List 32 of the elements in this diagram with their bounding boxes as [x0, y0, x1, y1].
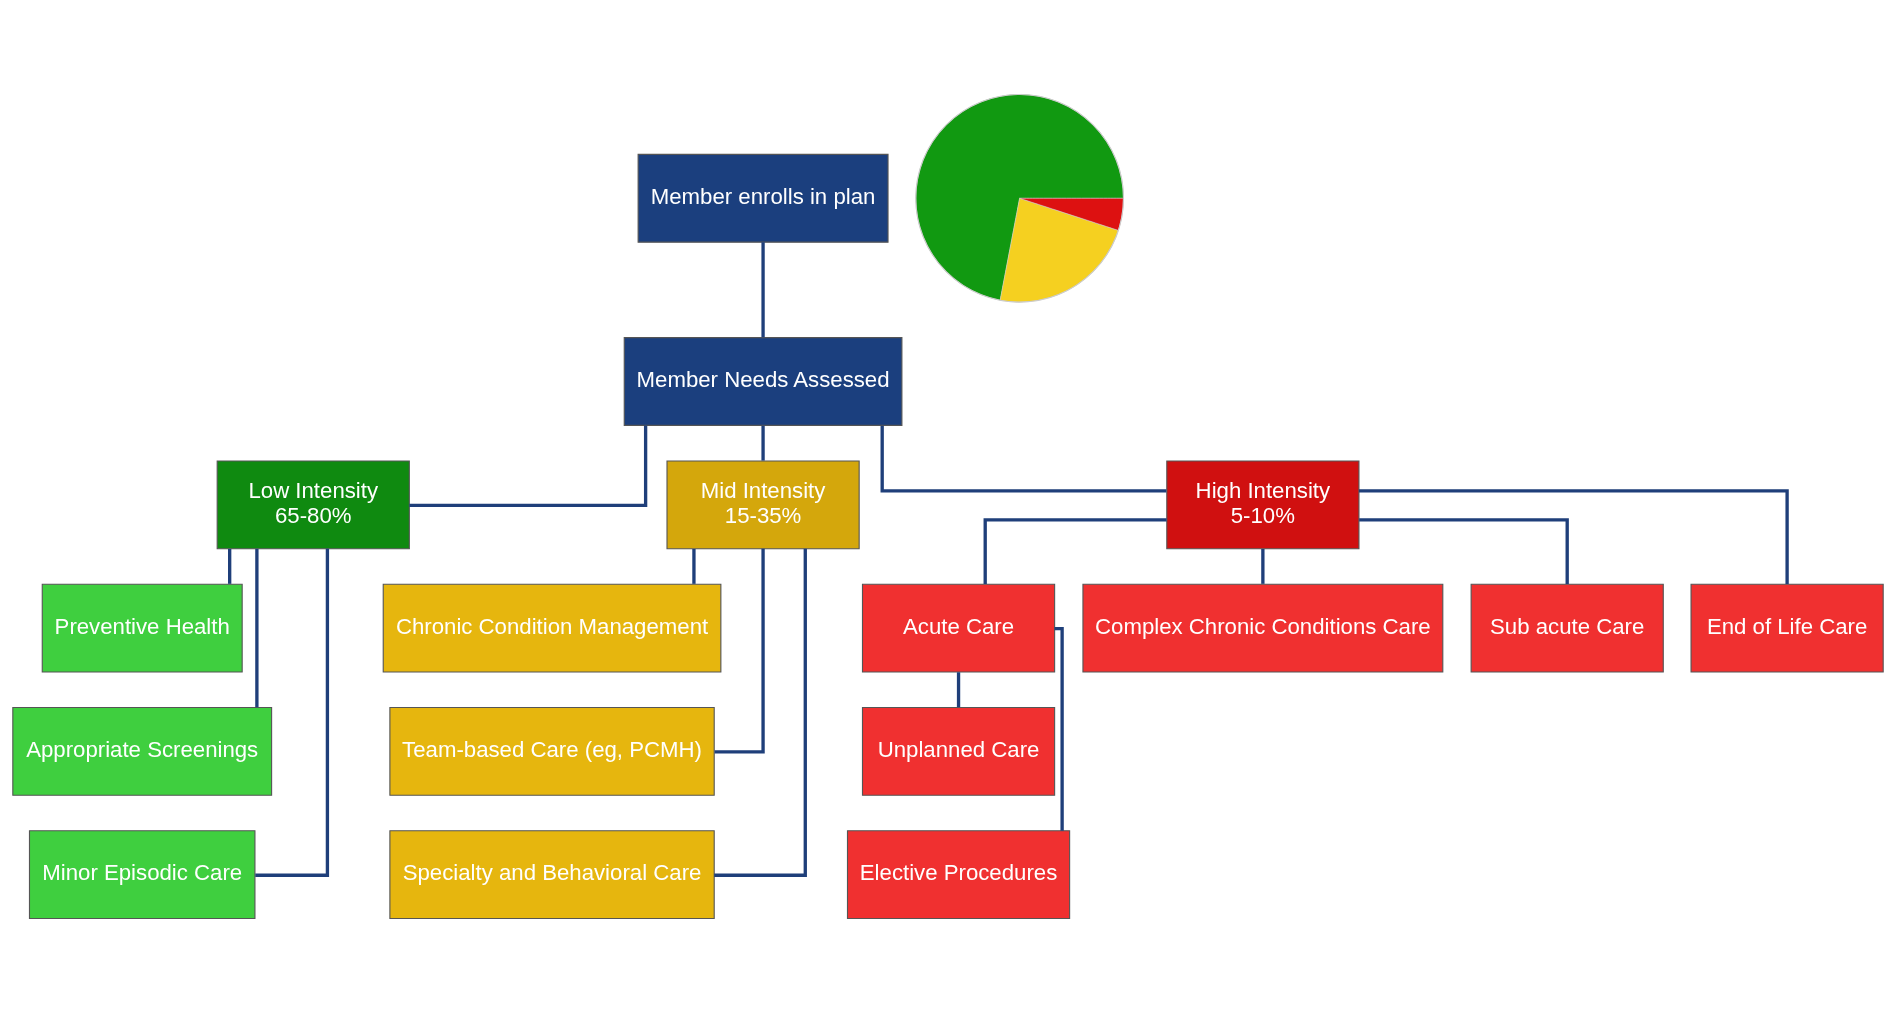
connector [1261, 549, 1265, 584]
connector [761, 425, 765, 461]
connector [1359, 489, 1789, 584]
node-box: Acute Care [861, 583, 1056, 673]
connector [1359, 518, 1569, 585]
node-box: Team-based Care (eg, PCMH) [389, 706, 715, 796]
node-box: Specialty and Behavioral Care [389, 830, 715, 920]
connector [956, 672, 961, 708]
node-box: Minor Episodic Care [28, 830, 256, 920]
connector [255, 548, 330, 877]
connector [983, 518, 1167, 585]
node-box: Preventive Health [41, 583, 243, 673]
node-box: Elective Procedures [846, 830, 1071, 920]
node-box: Member enrolls in plan [637, 153, 889, 243]
node-box: High Intensity 5-10% [1166, 460, 1360, 550]
node-box: Mid Intensity 15-35% [666, 460, 860, 550]
node-box: Chronic Condition Management [382, 583, 722, 673]
connector [761, 242, 765, 338]
node-box: Low Intensity 65-80% [216, 460, 410, 550]
connector [228, 549, 232, 584]
connector [714, 548, 807, 877]
connector [692, 549, 696, 584]
node-box: Sub acute Care [1470, 583, 1664, 673]
connector [409, 425, 648, 508]
connector [880, 425, 1167, 493]
node-box: Member Needs Assessed [623, 337, 903, 426]
node-box: Unplanned Care [861, 706, 1056, 796]
connector [714, 548, 765, 754]
node-box: Appropriate Screenings [12, 706, 273, 796]
node-box: End of Life Care [1690, 583, 1884, 673]
node-box: Complex Chronic Conditions Care [1082, 583, 1444, 673]
connector [255, 548, 259, 708]
